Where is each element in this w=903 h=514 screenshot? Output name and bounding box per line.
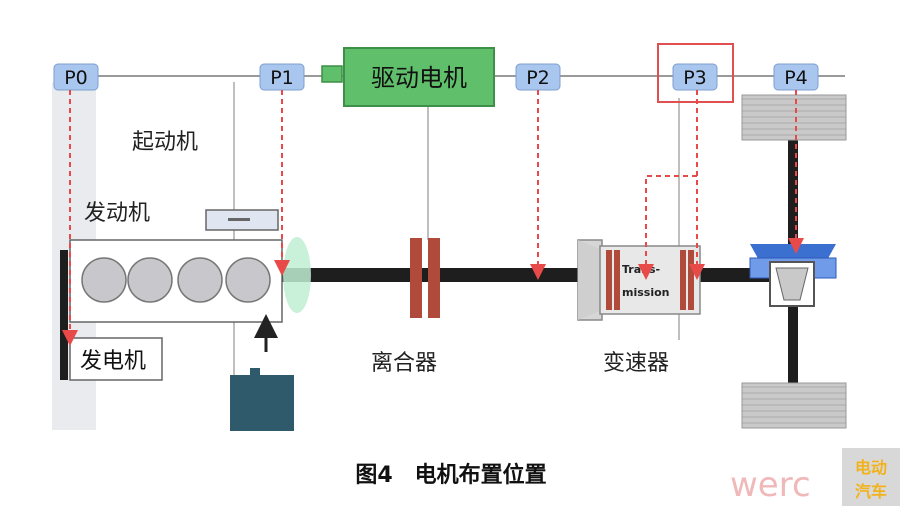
gearbox-label: 变速器 [603,351,669,376]
flywheel [283,237,311,313]
drive-motor: 驱动电机 [321,47,495,107]
drive-motor-label: 驱动电机 [371,64,467,92]
clutch-label: 离合器 [371,351,437,376]
starter-label: 起动机 [132,130,198,155]
badge-p2-label: P2 [526,67,550,89]
generator-box [69,337,163,381]
badge-p0-label: P0 [64,67,88,89]
p0-belt [60,250,68,380]
badge-p4-label: P4 [784,67,808,89]
watermark: werc [730,465,811,505]
badge-p3-label: P3 [683,67,707,89]
badge-p2: P2 [515,63,561,91]
rear-axle [741,94,847,429]
gearbox: Trans- mission [577,239,701,321]
generator-label: 发电机 [80,349,146,374]
badge-p1: P1 [259,63,305,91]
badge-p4: P4 [773,63,819,91]
transmission-label-2: mission [622,286,670,299]
badge-p3: P3 [672,63,718,91]
figure-caption: 图4 电机布置位置 [355,462,546,488]
p3-highlight-box [657,43,734,103]
logo: 电动 汽车 [842,448,900,506]
position-arrows [62,90,804,346]
battery-icon [230,375,294,431]
svg-text:汽车: 汽车 [855,482,887,501]
badge-p0: P0 [53,63,99,91]
badge-p1-label: P1 [270,67,294,89]
wheel-icon [741,382,847,429]
engine-block [69,239,283,323]
engine-label: 发动机 [84,201,150,226]
svg-text:电动: 电动 [855,458,887,477]
clutch [410,238,440,318]
transmission-label-1: Trans- [622,263,660,276]
wheel-icon [741,94,847,141]
